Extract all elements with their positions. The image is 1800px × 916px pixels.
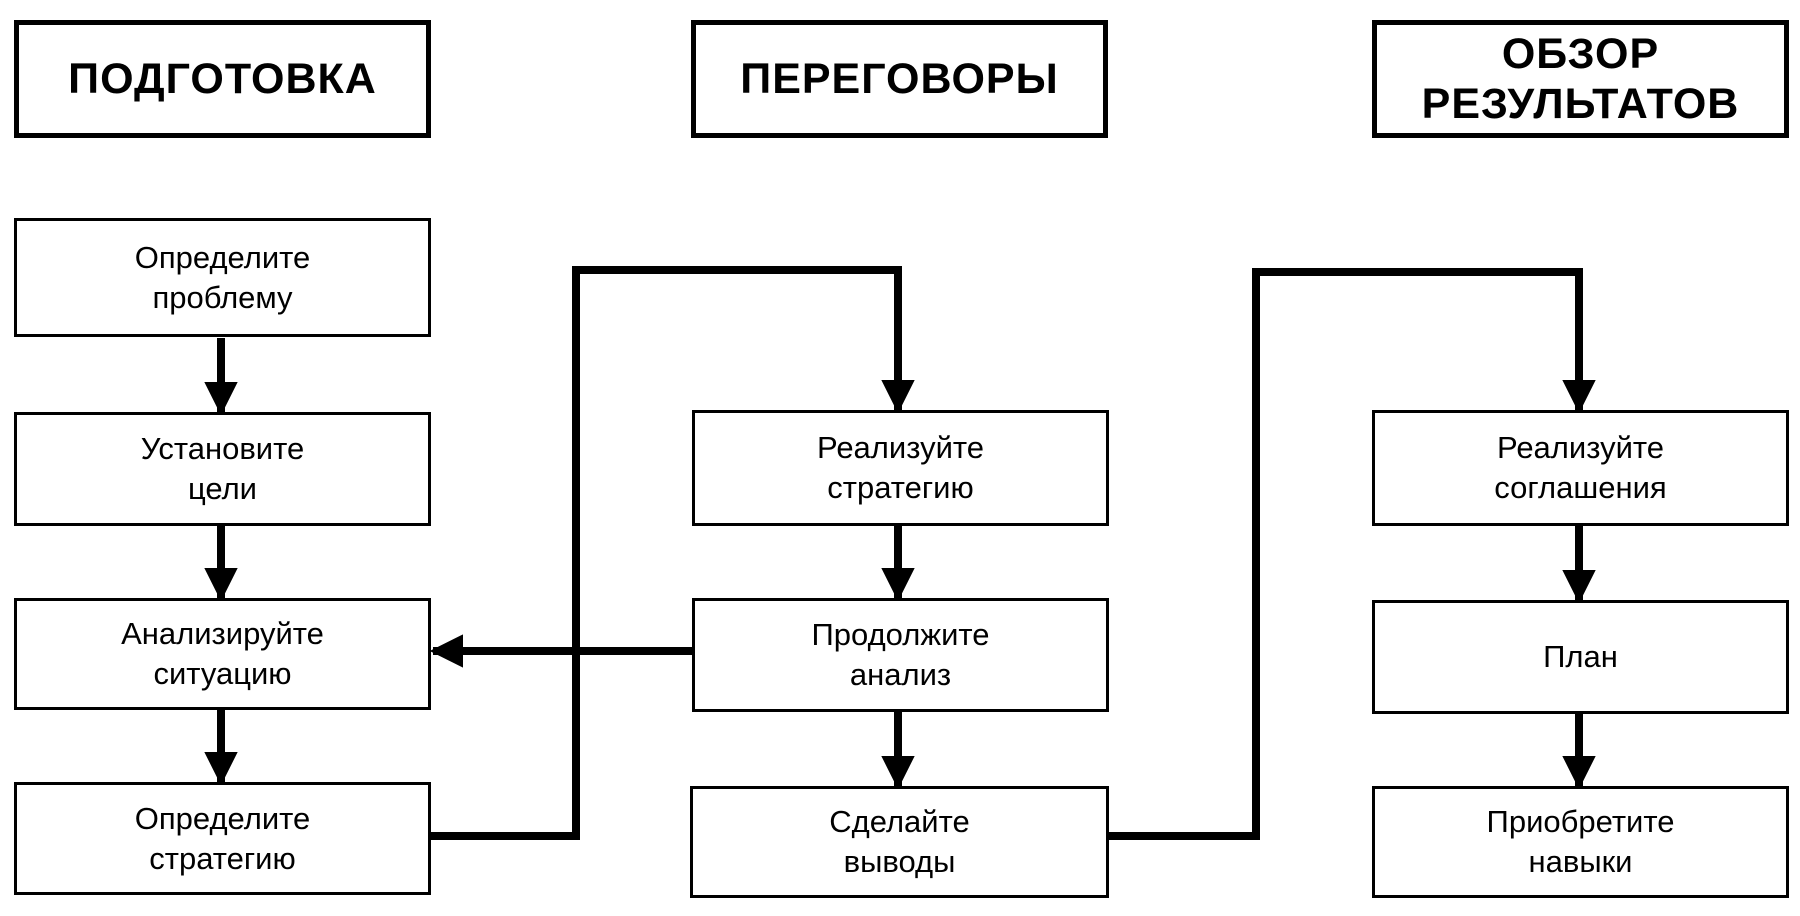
step-plan-label: План — [1543, 639, 1618, 674]
step-draw-conclusions: Сделайте выводы — [690, 786, 1109, 898]
step-implement-agreements: Реализуйте соглашения — [1372, 410, 1789, 526]
step-plan: План — [1372, 600, 1789, 714]
header-preparation-label: ПОДГОТОВКА — [68, 55, 377, 103]
header-preparation: ПОДГОТОВКА — [14, 20, 431, 138]
step-implement-strategy: Реализуйте стратегию — [692, 410, 1109, 526]
connector-strategy-to-implement — [430, 266, 915, 840]
step-define-strategy-label: Определите стратегию — [134, 800, 311, 876]
step-implement-strategy-label: Реализуйте стратегию — [817, 430, 984, 505]
header-results-review: ОБЗОР РЕЗУЛЬТАТОВ — [1372, 20, 1789, 138]
step-continue-analysis: Продолжите анализ — [692, 598, 1109, 712]
step-define-problem: Определите проблему — [14, 218, 431, 337]
step-set-goals: Установите цели — [14, 412, 431, 526]
step-analyze-situation-label: Анализируйте ситуацию — [121, 616, 324, 691]
step-continue-analysis-label: Продолжите анализ — [811, 617, 990, 692]
header-results-review-label: ОБЗОР РЕЗУЛЬТАТОВ — [1421, 30, 1740, 128]
header-negotiations-label: ПЕРЕГОВОРЫ — [740, 55, 1059, 103]
step-acquire-skills-label: Приобретите навыки — [1486, 804, 1675, 879]
header-negotiations: ПЕРЕГОВОРЫ — [691, 20, 1108, 138]
step-define-strategy: Определите стратегию — [14, 782, 431, 895]
connector-conclusions-to-agreements — [1108, 268, 1596, 840]
step-acquire-skills: Приобретите навыки — [1372, 786, 1789, 898]
step-set-goals-label: Установите цели — [140, 431, 305, 506]
step-define-problem-label: Определите проблему — [134, 239, 311, 315]
step-draw-conclusions-label: Сделайте выводы — [829, 804, 970, 879]
step-analyze-situation: Анализируйте ситуацию — [14, 598, 431, 710]
step-implement-agreements-label: Реализуйте соглашения — [1494, 430, 1667, 505]
